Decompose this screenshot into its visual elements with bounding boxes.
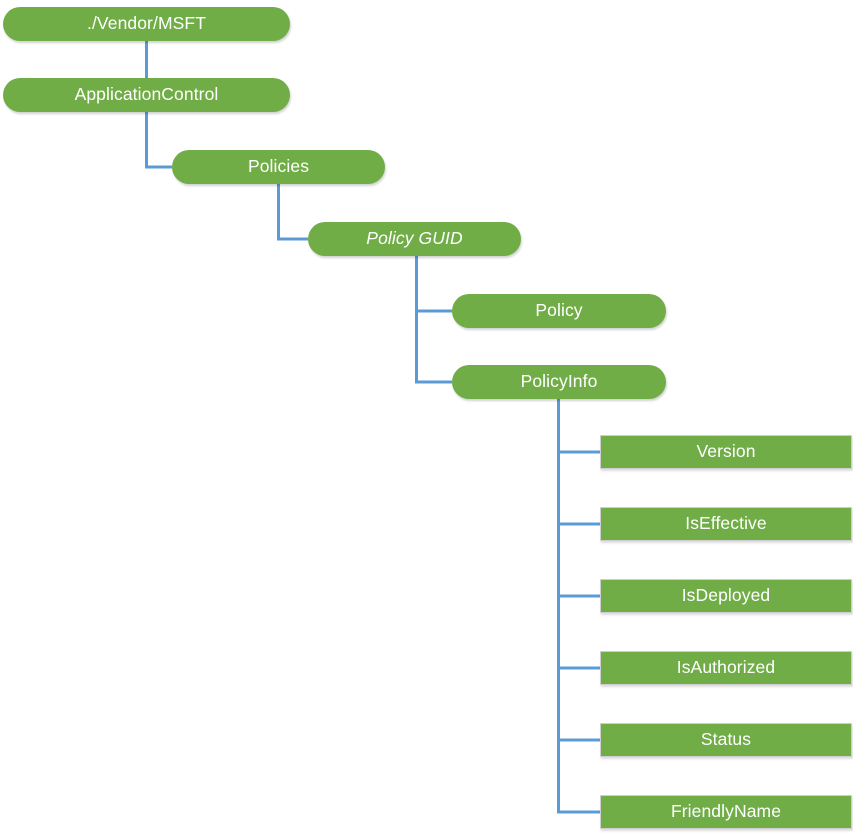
node-label: Policy GUID — [366, 228, 463, 249]
node-label: ApplicationControl — [74, 84, 219, 105]
node-policy[interactable]: Policy — [452, 294, 666, 328]
node-label: FriendlyName — [670, 801, 782, 822]
node-is-authorized[interactable]: IsAuthorized — [600, 651, 852, 685]
node-status[interactable]: Status — [600, 723, 852, 757]
edge-policyinfo-to-friendlyname — [557, 740, 600, 814]
node-label: IsDeployed — [681, 585, 771, 606]
node-label: PolicyInfo — [520, 371, 598, 392]
edge-policies-to-policyguid — [277, 184, 308, 241]
node-label: Policies — [247, 156, 310, 177]
node-policy-guid[interactable]: Policy GUID — [308, 222, 521, 256]
node-is-effective[interactable]: IsEffective — [600, 507, 852, 541]
edge-policyguid-to-policyinfo — [415, 311, 452, 384]
edge-policyguid-to-policy — [415, 256, 452, 313]
node-application-control[interactable]: ApplicationControl — [3, 78, 290, 112]
edge-policyinfo-to-status — [557, 668, 600, 742]
node-policies[interactable]: Policies — [172, 150, 385, 184]
node-label: IsAuthorized — [676, 657, 776, 678]
node-version[interactable]: Version — [600, 435, 852, 469]
node-is-deployed[interactable]: IsDeployed — [600, 579, 852, 613]
edge-policyinfo-to-isauthorized — [557, 596, 600, 670]
node-friendly-name[interactable]: FriendlyName — [600, 795, 852, 829]
node-policy-info[interactable]: PolicyInfo — [452, 365, 666, 399]
node-label: Version — [696, 441, 756, 462]
node-label: IsEffective — [685, 513, 767, 534]
node-label: ./Vendor/MSFT — [87, 13, 206, 34]
edge-policyinfo-to-version — [557, 399, 600, 454]
node-vendor-msft[interactable]: ./Vendor/MSFT — [3, 7, 290, 41]
node-label: Status — [700, 729, 752, 750]
edge-applicationcontrol-to-policies — [145, 112, 172, 169]
edge-policyinfo-to-isdeployed — [557, 524, 600, 598]
node-label: Policy — [535, 300, 583, 321]
edge-policyinfo-to-iseffective — [557, 452, 600, 526]
